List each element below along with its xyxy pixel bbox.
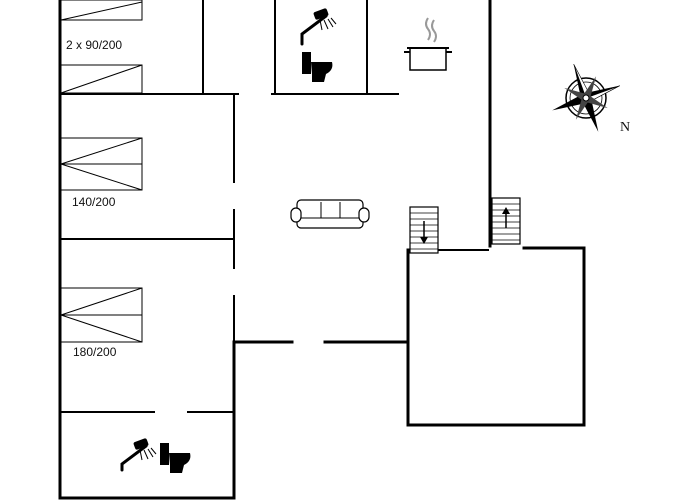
toilet-icon <box>302 52 333 82</box>
bed-twin-top <box>60 0 143 21</box>
bed-size-label: 2 x 90/200 <box>66 38 122 52</box>
bed-twin-bottom <box>60 64 143 94</box>
cooking-pot-icon <box>404 17 452 71</box>
north-label: N <box>620 120 630 135</box>
shower-icon <box>120 438 157 472</box>
bed-size-label: 140/200 <box>72 195 116 209</box>
toilet-icon <box>160 443 191 473</box>
stairs-up-icon <box>491 197 521 245</box>
stairs-down-icon <box>409 206 439 254</box>
compass-rose-icon <box>552 64 620 132</box>
shower-icon <box>300 8 337 46</box>
sofa-icon <box>290 199 370 229</box>
bed-double-140 <box>60 137 143 191</box>
bed-double-180 <box>60 287 143 343</box>
walls <box>58 0 586 500</box>
bed-size-label: 180/200 <box>73 345 117 359</box>
